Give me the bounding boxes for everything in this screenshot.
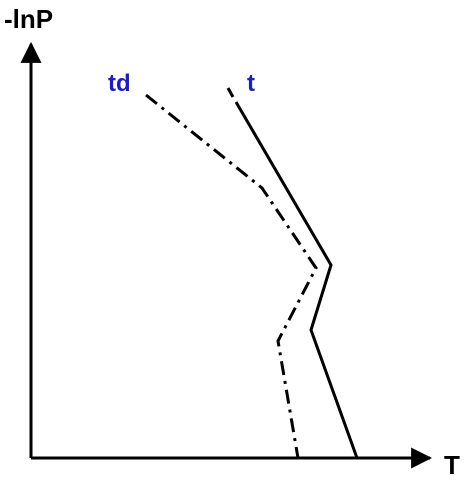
td-curve xyxy=(145,93,318,459)
td-curve-label: td xyxy=(108,70,131,97)
x-axis-label: T xyxy=(444,450,460,480)
t-curve xyxy=(234,101,359,459)
t-curve-top-dash xyxy=(226,87,235,98)
t-curve-label: t xyxy=(247,70,255,97)
y-axis-label: -lnP xyxy=(4,4,54,34)
